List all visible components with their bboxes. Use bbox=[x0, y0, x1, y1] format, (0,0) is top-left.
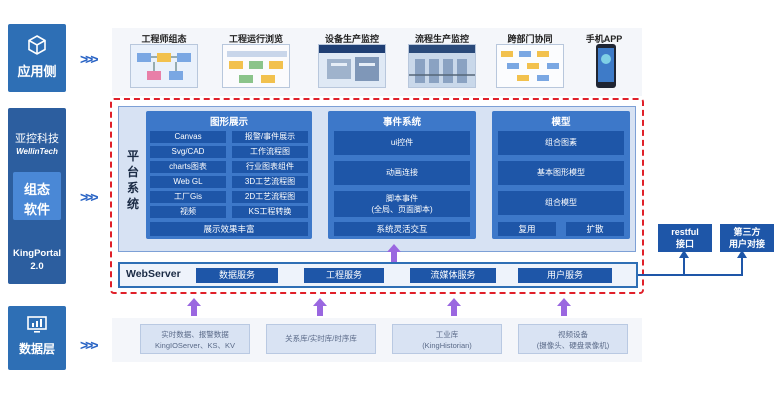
company-name-cn: 亚控科技 bbox=[15, 133, 59, 145]
up-arrow-icon bbox=[447, 298, 461, 316]
app-project-browse[interactable]: 工程运行浏览 bbox=[218, 32, 294, 90]
up-arrow-icon bbox=[557, 298, 571, 316]
graphics-item[interactable]: KS工程转换 bbox=[232, 206, 308, 218]
model-column: 模型 组合图素 基本图形模型 组合模型 复用 扩散 bbox=[492, 111, 630, 239]
restful-interface[interactable]: restful 接口 bbox=[658, 224, 712, 252]
project-browse-thumbnail bbox=[222, 44, 290, 88]
app-engineer-config[interactable]: 工程师组态 bbox=[126, 32, 202, 90]
chevron-right-icon: >>> bbox=[80, 189, 98, 205]
app-side-title: 应用侧 bbox=[17, 64, 57, 79]
data-layer-title: 数据层 bbox=[18, 342, 55, 356]
engineer-config-thumbnail bbox=[130, 44, 198, 88]
up-arrow-icon bbox=[313, 298, 327, 316]
app-process-monitor[interactable]: 流程生产监控 bbox=[404, 32, 480, 90]
webserver-label: WebServer bbox=[126, 268, 181, 280]
graphics-item[interactable]: 2D工艺流程图 bbox=[232, 191, 308, 203]
graphics-item[interactable]: 行业图表组件 bbox=[232, 161, 308, 173]
ws-user-service[interactable]: 用户服务 bbox=[518, 268, 612, 283]
graphics-item[interactable]: 工作流程图 bbox=[232, 146, 308, 158]
kingportal-label: KingPortal bbox=[12, 248, 62, 259]
data-layer-block: 数据层 bbox=[8, 306, 66, 370]
app-side-block: 应用侧 bbox=[8, 24, 66, 92]
events-item[interactable]: 动画连接 bbox=[334, 161, 470, 185]
graphics-column: 图形展示 Canvas 报警/事件展示 Svg/CAD 工作流程图 charts… bbox=[146, 111, 312, 239]
company-name-en: WellinTech bbox=[16, 147, 58, 156]
data-source-video[interactable]: 视频设备 (摄像头、硬盘录像机) bbox=[518, 324, 628, 354]
software-block: 亚控科技 WellinTech 组态 软件 KingPortal 2.0 bbox=[8, 108, 66, 284]
app-cross-dept[interactable]: 跨部门协同 bbox=[492, 32, 568, 90]
data-source-realtime[interactable]: 实时数据、报警数据 KingIOServer、KS、KV bbox=[140, 324, 250, 354]
app-mobile[interactable]: 手机APP bbox=[574, 32, 634, 90]
model-item[interactable]: 组合图素 bbox=[498, 131, 624, 155]
events-item[interactable]: ui控件 bbox=[334, 131, 470, 155]
graphics-item[interactable]: 3D工艺流程图 bbox=[232, 176, 308, 188]
ws-media-service[interactable]: 流媒体服务 bbox=[410, 268, 496, 283]
monitor-chart-icon bbox=[27, 316, 47, 333]
graphics-item[interactable]: Svg/CAD bbox=[150, 146, 226, 158]
mobile-phone-icon bbox=[596, 44, 616, 88]
events-footer[interactable]: 系统灵活交互 bbox=[334, 222, 470, 236]
ws-project-service[interactable]: 工程服务 bbox=[304, 268, 384, 283]
device-monitor-thumbnail bbox=[318, 44, 386, 88]
graphics-item[interactable]: Canvas bbox=[150, 131, 226, 143]
process-monitor-thumbnail bbox=[408, 44, 476, 88]
app-device-monitor[interactable]: 设备生产监控 bbox=[314, 32, 390, 90]
graphics-item[interactable]: 报警/事件展示 bbox=[232, 131, 308, 143]
model-item[interactable]: 组合模型 bbox=[498, 191, 624, 215]
events-script[interactable]: 脚本事件 (全局、页面脚本) bbox=[334, 191, 470, 217]
model-extend[interactable]: 扩散 bbox=[566, 222, 624, 236]
graphics-footer[interactable]: 展示效果丰富 bbox=[150, 222, 308, 236]
version-label: 2.0 bbox=[30, 261, 44, 272]
model-reuse[interactable]: 复用 bbox=[498, 222, 556, 236]
model-item[interactable]: 基本图形模型 bbox=[498, 161, 624, 185]
chevron-right-icon: >>> bbox=[80, 51, 98, 67]
third-party-interface[interactable]: 第三方 用户对接 bbox=[720, 224, 774, 252]
graphics-item[interactable]: 视频 bbox=[150, 206, 226, 218]
graphics-item[interactable]: Web GL bbox=[150, 176, 226, 188]
data-source-database[interactable]: 关系库/实时库/时序库 bbox=[266, 324, 376, 354]
model-title: 模型 bbox=[551, 117, 571, 128]
platform-label: 平 台 系 统 bbox=[126, 149, 139, 211]
chevron-right-icon: >>> bbox=[80, 337, 98, 353]
graphics-item[interactable]: 工厂Gis bbox=[150, 191, 226, 203]
cube-icon bbox=[28, 35, 46, 55]
up-arrow-icon bbox=[387, 244, 401, 262]
platform-dashed-border bbox=[110, 98, 644, 294]
config-software-box: 组态 软件 bbox=[13, 172, 61, 220]
cross-dept-thumbnail bbox=[496, 44, 564, 88]
data-source-historian[interactable]: 工业库 (KingHistorian) bbox=[392, 324, 502, 354]
ws-data-service[interactable]: 数据服务 bbox=[196, 268, 278, 283]
graphics-item[interactable]: charts图表 bbox=[150, 161, 226, 173]
events-column: 事件系统 ui控件 动画连接 脚本事件 (全局、页面脚本) 系统灵活交互 bbox=[328, 111, 476, 239]
up-arrow-icon bbox=[187, 298, 201, 316]
graphics-title: 图形展示 bbox=[209, 117, 248, 128]
events-title: 事件系统 bbox=[382, 117, 421, 128]
